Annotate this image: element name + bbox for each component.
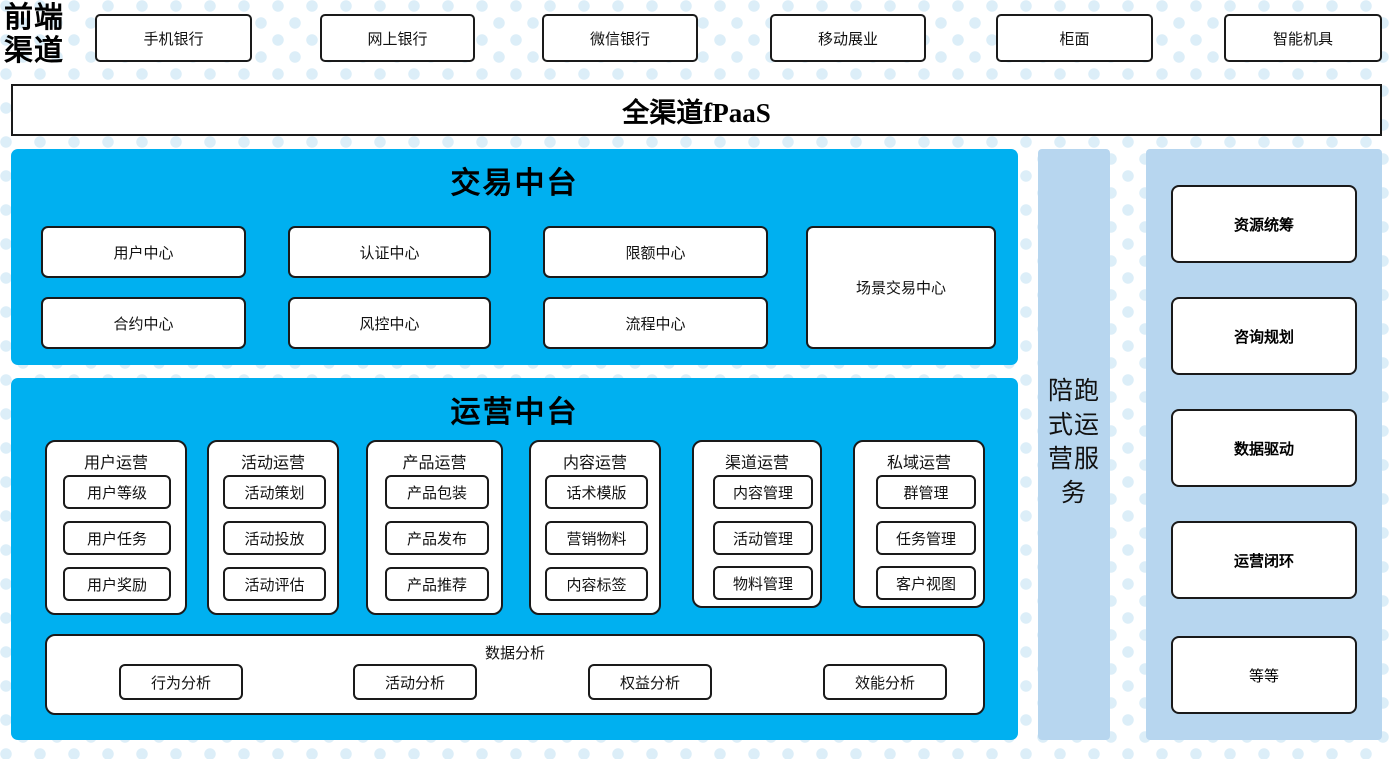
operation-group-title-channel: 渠道运营 <box>724 455 789 472</box>
operation-item-campaign-mgmt[interactable]: 活动管理 <box>713 521 813 555</box>
operation-item-content-mgmt[interactable]: 内容管理 <box>713 475 813 509</box>
operation-item-user-task[interactable]: 用户任务 <box>63 521 171 555</box>
operation-group-title-content: 内容运营 <box>562 455 627 472</box>
operation-item-product-recommend[interactable]: 产品推荐 <box>385 567 489 601</box>
service-item-operation-closed-loop[interactable]: 运营闭环 <box>1171 521 1357 599</box>
operation-group-campaign: 活动运营 活动策划 活动投放 活动评估 <box>207 440 339 615</box>
operation-item-marketing-material[interactable]: 营销物料 <box>545 521 648 555</box>
channel-box-smart-device[interactable]: 智能机具 <box>1224 14 1382 62</box>
trade-item-process-center[interactable]: 流程中心 <box>543 297 768 349</box>
escort-service-line2: 式运 <box>1047 411 1100 439</box>
service-item-resource-coordination[interactable]: 资源统筹 <box>1171 185 1357 263</box>
service-item-consulting-planning[interactable]: 咨询规划 <box>1171 297 1357 375</box>
operation-item-product-packaging[interactable]: 产品包装 <box>385 475 489 509</box>
service-capability-panel: 资源统筹 咨询规划 数据驱动 运营闭环 等等 <box>1146 149 1382 740</box>
data-analysis-item-efficiency[interactable]: 效能分析 <box>823 664 947 700</box>
operation-group-content: 内容运营 话术模版 营销物料 内容标签 <box>529 440 661 615</box>
operation-group-private-domain: 私域运营 群管理 任务管理 客户视图 <box>853 440 985 608</box>
operation-group-title-user: 用户运营 <box>83 455 148 472</box>
operation-item-customer-view[interactable]: 客户视图 <box>876 566 976 600</box>
operation-item-campaign-evaluation[interactable]: 活动评估 <box>223 567 326 601</box>
escort-service-label: 陪跑 式运 营服 务 <box>1038 374 1110 510</box>
data-analysis-item-behavior[interactable]: 行为分析 <box>119 664 243 700</box>
frontend-channel-label-line1: 前端 <box>4 2 65 34</box>
data-analysis-title: 数据分析 <box>484 645 545 662</box>
data-analysis-item-benefit[interactable]: 权益分析 <box>588 664 712 700</box>
trade-platform-title: 交易中台 <box>450 167 579 200</box>
channel-box-online-bank[interactable]: 网上银行 <box>320 14 475 62</box>
escort-operation-service-column: 陪跑 式运 营服 务 <box>1038 149 1110 740</box>
channel-box-mobile-field[interactable]: 移动展业 <box>770 14 926 62</box>
operation-group-title-private-domain: 私域运营 <box>886 455 951 472</box>
operation-item-script-template[interactable]: 话术模版 <box>545 475 648 509</box>
operation-item-material-mgmt[interactable]: 物料管理 <box>713 566 813 600</box>
trade-item-contract-center[interactable]: 合约中心 <box>41 297 246 349</box>
trade-item-scenario-trade-center[interactable]: 场景交易中心 <box>806 226 996 349</box>
service-item-data-driven[interactable]: 数据驱动 <box>1171 409 1357 487</box>
operation-group-product: 产品运营 产品包装 产品发布 产品推荐 <box>366 440 503 615</box>
operation-platform-title: 运营中台 <box>450 396 579 429</box>
service-item-etc[interactable]: 等等 <box>1171 636 1357 714</box>
channel-box-mobile-bank[interactable]: 手机银行 <box>95 14 252 62</box>
trade-item-user-center[interactable]: 用户中心 <box>41 226 246 278</box>
operation-platform-panel: 运营中台 用户运营 用户等级 用户任务 用户奖励 活动运营 活动策划 活动投放 … <box>11 378 1018 740</box>
operation-item-product-release[interactable]: 产品发布 <box>385 521 489 555</box>
escort-service-line3: 营服 <box>1047 445 1100 473</box>
trade-platform-panel: 交易中台 用户中心 认证中心 限额中心 合约中心 风控中心 流程中心 场景交易中… <box>11 149 1018 365</box>
channel-box-wechat-bank[interactable]: 微信银行 <box>542 14 698 62</box>
operation-item-content-tag[interactable]: 内容标签 <box>545 567 648 601</box>
operation-item-group-mgmt[interactable]: 群管理 <box>876 475 976 509</box>
data-analysis-card: 数据分析 行为分析 活动分析 权益分析 效能分析 <box>45 634 985 715</box>
operation-item-task-mgmt[interactable]: 任务管理 <box>876 521 976 555</box>
operation-item-user-reward[interactable]: 用户奖励 <box>63 567 171 601</box>
operation-group-title-product: 产品运营 <box>402 455 467 472</box>
operation-item-campaign-delivery[interactable]: 活动投放 <box>223 521 326 555</box>
trade-item-auth-center[interactable]: 认证中心 <box>288 226 491 278</box>
escort-service-line4: 务 <box>1060 479 1087 507</box>
trade-item-limit-center[interactable]: 限额中心 <box>543 226 768 278</box>
escort-service-line1: 陪跑 <box>1047 377 1100 405</box>
operation-item-user-level[interactable]: 用户等级 <box>63 475 171 509</box>
frontend-channel-label: 前端 渠道 <box>4 2 90 68</box>
channel-box-counter[interactable]: 柜面 <box>996 14 1153 62</box>
frontend-channel-label-line2: 渠道 <box>4 35 65 67</box>
operation-item-campaign-planning[interactable]: 活动策划 <box>223 475 326 509</box>
operation-group-channel: 渠道运营 内容管理 活动管理 物料管理 <box>692 440 822 608</box>
omnichannel-fpaas-bar[interactable]: 全渠道fPaaS <box>11 84 1382 136</box>
operation-group-user: 用户运营 用户等级 用户任务 用户奖励 <box>45 440 187 615</box>
data-analysis-item-campaign[interactable]: 活动分析 <box>353 664 477 700</box>
operation-group-title-campaign: 活动运营 <box>240 455 305 472</box>
trade-item-risk-center[interactable]: 风控中心 <box>288 297 491 349</box>
